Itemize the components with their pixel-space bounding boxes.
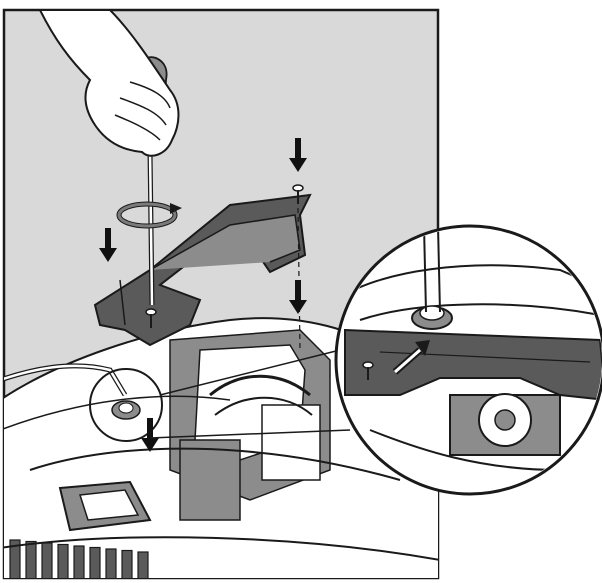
bumper-tooth (25, 540, 37, 578)
alignment-guide-line (297, 207, 301, 351)
push-arrow-icon (392, 340, 430, 375)
bumper-tooth (137, 551, 149, 578)
rotation-arrow-icon (116, 201, 182, 229)
small-detail-circle (89, 368, 163, 442)
bumper-tooth (105, 548, 117, 578)
down-arrow-icon (99, 228, 117, 262)
magnifier-detail-circle-icon (149, 224, 602, 496)
bumper-tooth (89, 546, 101, 578)
hand-with-screwdriver-icon (38, 10, 180, 157)
down-arrow-icon (289, 280, 307, 314)
down-arrow-icon (141, 418, 159, 452)
screw-icon (292, 184, 304, 204)
down-arrow-icon (289, 138, 307, 172)
bumper-tooth (57, 543, 69, 578)
cover-part-icon (93, 193, 312, 347)
bumper-tooth (9, 539, 21, 578)
bumper-tread (9, 539, 149, 578)
screw-icon (145, 308, 157, 328)
bumper-tooth (73, 545, 85, 578)
mower-body-icon (4, 317, 438, 578)
bumper-tooth (41, 542, 53, 578)
bumper-tooth (121, 549, 133, 578)
